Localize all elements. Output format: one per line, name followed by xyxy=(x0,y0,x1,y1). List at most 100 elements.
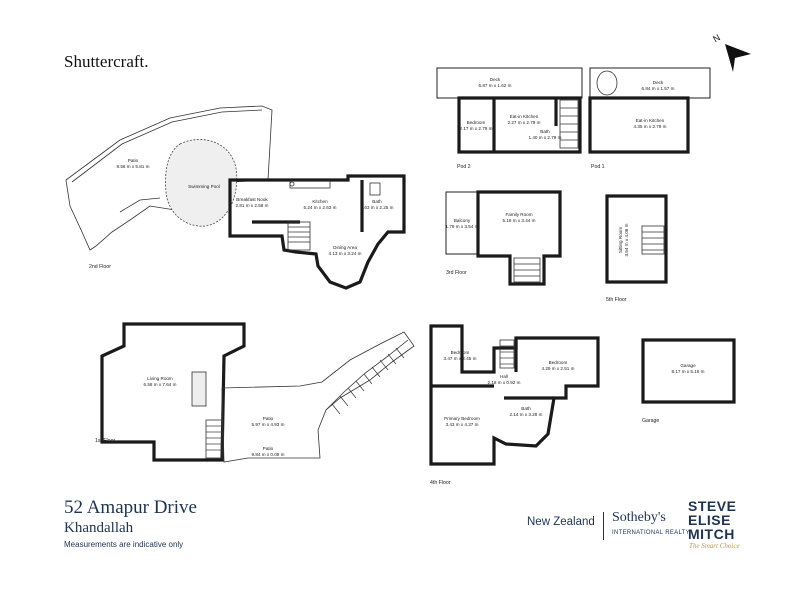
svg-text:6.84 m x 1.57 m: 6.84 m x 1.57 m xyxy=(642,86,675,91)
primary-4th-name: Primary Bedroom xyxy=(444,416,480,421)
svg-text:4th Floor: 4th Floor xyxy=(430,480,451,486)
dining-dim: 4.13 m x 3.24 m xyxy=(329,251,362,256)
pod2-label: Pod 2 xyxy=(457,164,471,170)
svg-text:1st Floor: 1st Floor xyxy=(95,438,115,444)
floor-pods: Deck 6.87 m x 1.62 m Deck 6.84 m x 1.57 … xyxy=(436,67,711,170)
svg-text:2.27 m x 2.79 m: 2.27 m x 2.79 m xyxy=(508,120,541,125)
svg-text:Primary Bedroom: Primary Bedroom xyxy=(444,416,480,421)
svg-text:1.79 m x 3.54 m: 1.79 m x 3.54 m xyxy=(446,224,479,229)
svg-text:4.13 m x 3.24 m: 4.13 m x 3.24 m xyxy=(329,251,362,256)
svg-text:Bedroom: Bedroom xyxy=(467,120,486,125)
svg-text:4.29 m x 2.51 m: 4.29 m x 2.51 m xyxy=(542,366,575,371)
sitting-5th-name: Sitting Room xyxy=(618,227,623,253)
floor-1st-label: 1st Floor xyxy=(95,438,115,444)
svg-text:Deck: Deck xyxy=(490,77,501,82)
svg-text:1.40 m x 2.79 m: 1.40 m x 2.79 m xyxy=(529,135,562,140)
balcony-3rd-name: Balcony xyxy=(454,218,471,223)
svg-text:3.43 m x 4.37 m: 3.43 m x 4.37 m xyxy=(446,422,479,427)
agent-line-1: STEVE xyxy=(688,498,737,514)
wall-3rd xyxy=(476,190,562,286)
property-address: 52 Amapur Drive xyxy=(64,497,197,518)
svg-text:2.81 m x 2.58 m: 2.81 m x 2.58 m xyxy=(236,203,269,208)
agency-subtitle: INTERNATIONAL REALTY xyxy=(612,530,690,536)
svg-text:Dining Area: Dining Area xyxy=(333,245,357,250)
garage-dim: 8.17 m x 5.16 m xyxy=(672,369,705,374)
svg-text:5.24 m x 2.63 m: 5.24 m x 2.63 m xyxy=(304,205,337,210)
bath-2nd-fixture xyxy=(369,182,381,196)
kitchen-counter xyxy=(289,180,331,189)
floor-4th-label: 4th Floor xyxy=(430,480,451,486)
bedroom-pod2-name: Bedroom xyxy=(467,120,486,125)
bath-2nd-name: Bath xyxy=(372,199,382,204)
patio-2nd-rail-inner xyxy=(119,197,161,213)
logo-divider xyxy=(603,512,604,540)
svg-text:2.18 m x 0.92 m: 2.18 m x 0.92 m xyxy=(488,380,521,385)
svg-text:Garage: Garage xyxy=(642,418,659,424)
wall-pod1 xyxy=(588,96,690,154)
stairs-1st-spiral xyxy=(325,339,409,415)
svg-text:9.84 m x 0.09 m: 9.84 m x 0.09 m xyxy=(252,452,285,457)
svg-text:3.54 m x 4.06 m: 3.54 m x 4.06 m xyxy=(624,223,629,256)
agent-tagline: The Smart Choice xyxy=(689,542,740,550)
eatin-pod2-name: Eat-in Kitchen xyxy=(510,114,539,119)
svg-text:Swimming Pool: Swimming Pool xyxy=(188,184,220,189)
svg-text:Balcony: Balcony xyxy=(454,218,471,223)
svg-text:Living Room: Living Room xyxy=(147,376,173,381)
svg-text:3.47 m x 2.45 m: 3.47 m x 2.45 m xyxy=(444,356,477,361)
hall-4th-dim: 2.18 m x 0.92 m xyxy=(488,380,521,385)
deck-pod2-dim: 6.87 m x 1.62 m xyxy=(479,83,512,88)
pool-name: Swimming Pool xyxy=(188,184,220,189)
svg-text:Patio: Patio xyxy=(128,158,139,163)
svg-text:2.14 m x 3.28 m: 2.14 m x 3.28 m xyxy=(510,412,543,417)
hob-icon xyxy=(289,181,295,187)
patio-2nd-name: Patio xyxy=(128,158,139,163)
measurement-note: Measurements are indicative only xyxy=(64,540,184,549)
eatin-pod1-dim: 4.35 m x 2.79 m xyxy=(634,124,667,129)
country-label: New Zealand xyxy=(527,516,595,528)
breakfast-dim: 2.81 m x 2.58 m xyxy=(236,203,269,208)
deck-pod1 xyxy=(589,67,711,99)
deck-pod2 xyxy=(436,67,583,99)
stairs-3rd xyxy=(513,257,541,283)
wall-2nd-main xyxy=(228,174,406,290)
svg-text:Sitting Room: Sitting Room xyxy=(618,227,623,253)
floor-2nd: Patio 9.56 m x 5.81 m Swimming Pool Brea… xyxy=(65,105,406,290)
wall-5th xyxy=(605,194,668,284)
svg-text:Patio: Patio xyxy=(263,416,274,421)
eatin-pod2-dim: 2.27 m x 2.79 m xyxy=(508,120,541,125)
wall-pod2 xyxy=(457,96,582,154)
floor-3rd: Balcony 1.79 m x 3.54 m Family Room 5.18… xyxy=(445,190,562,286)
svg-text:Kitchen: Kitchen xyxy=(312,199,328,204)
svg-text:Pod 2: Pod 2 xyxy=(457,164,471,170)
hall-4th-name: Hall xyxy=(500,374,508,379)
floor-4th: Bedroom 3.47 m x 2.45 m Hall 2.18 m x 0.… xyxy=(429,324,600,486)
svg-text:2nd Floor: 2nd Floor xyxy=(89,264,111,270)
svg-text:1.63 m x 2.25 m: 1.63 m x 2.25 m xyxy=(361,205,394,210)
sitting-5th-dim: 3.54 m x 4.06 m xyxy=(624,223,629,256)
svg-text:Breakfast Nook: Breakfast Nook xyxy=(236,197,268,202)
bedroom-4th-a-dim: 3.47 m x 2.45 m xyxy=(444,356,477,361)
living-1st-name: Living Room xyxy=(147,376,173,381)
svg-text:5th Floor: 5th Floor xyxy=(606,297,627,303)
photographer-brand: Shuttercraft. xyxy=(64,52,149,71)
patio-1st-name: Patio xyxy=(263,416,274,421)
deck-pod1-dim: 6.84 m x 1.57 m xyxy=(642,86,675,91)
svg-text:Bath: Bath xyxy=(521,406,531,411)
garage-label: Garage xyxy=(642,418,659,424)
patio-1st-b-dim: 9.84 m x 0.09 m xyxy=(252,452,285,457)
wall-garage xyxy=(641,338,736,404)
stairs-4th xyxy=(499,339,515,369)
hot-tub xyxy=(596,70,618,96)
bath-4th-dim: 2.14 m x 3.28 m xyxy=(510,412,543,417)
svg-text:Bedroom: Bedroom xyxy=(549,360,568,365)
svg-text:5.18 m x 3.44 m: 5.18 m x 3.44 m xyxy=(503,218,536,223)
svg-text:Eat-in Kitchen: Eat-in Kitchen xyxy=(636,118,665,123)
floor-3rd-label: 3rd Floor xyxy=(446,270,467,276)
bedroom-pod2-dim: 2.17 m x 2.79 m xyxy=(460,126,493,131)
stairs-1st xyxy=(205,419,223,459)
svg-text:5.97 m x 4.93 m: 5.97 m x 4.93 m xyxy=(252,422,285,427)
patio-1st-outline xyxy=(221,331,415,463)
svg-text:Pod 1: Pod 1 xyxy=(591,164,605,170)
deck-pod2-name: Deck xyxy=(490,77,501,82)
